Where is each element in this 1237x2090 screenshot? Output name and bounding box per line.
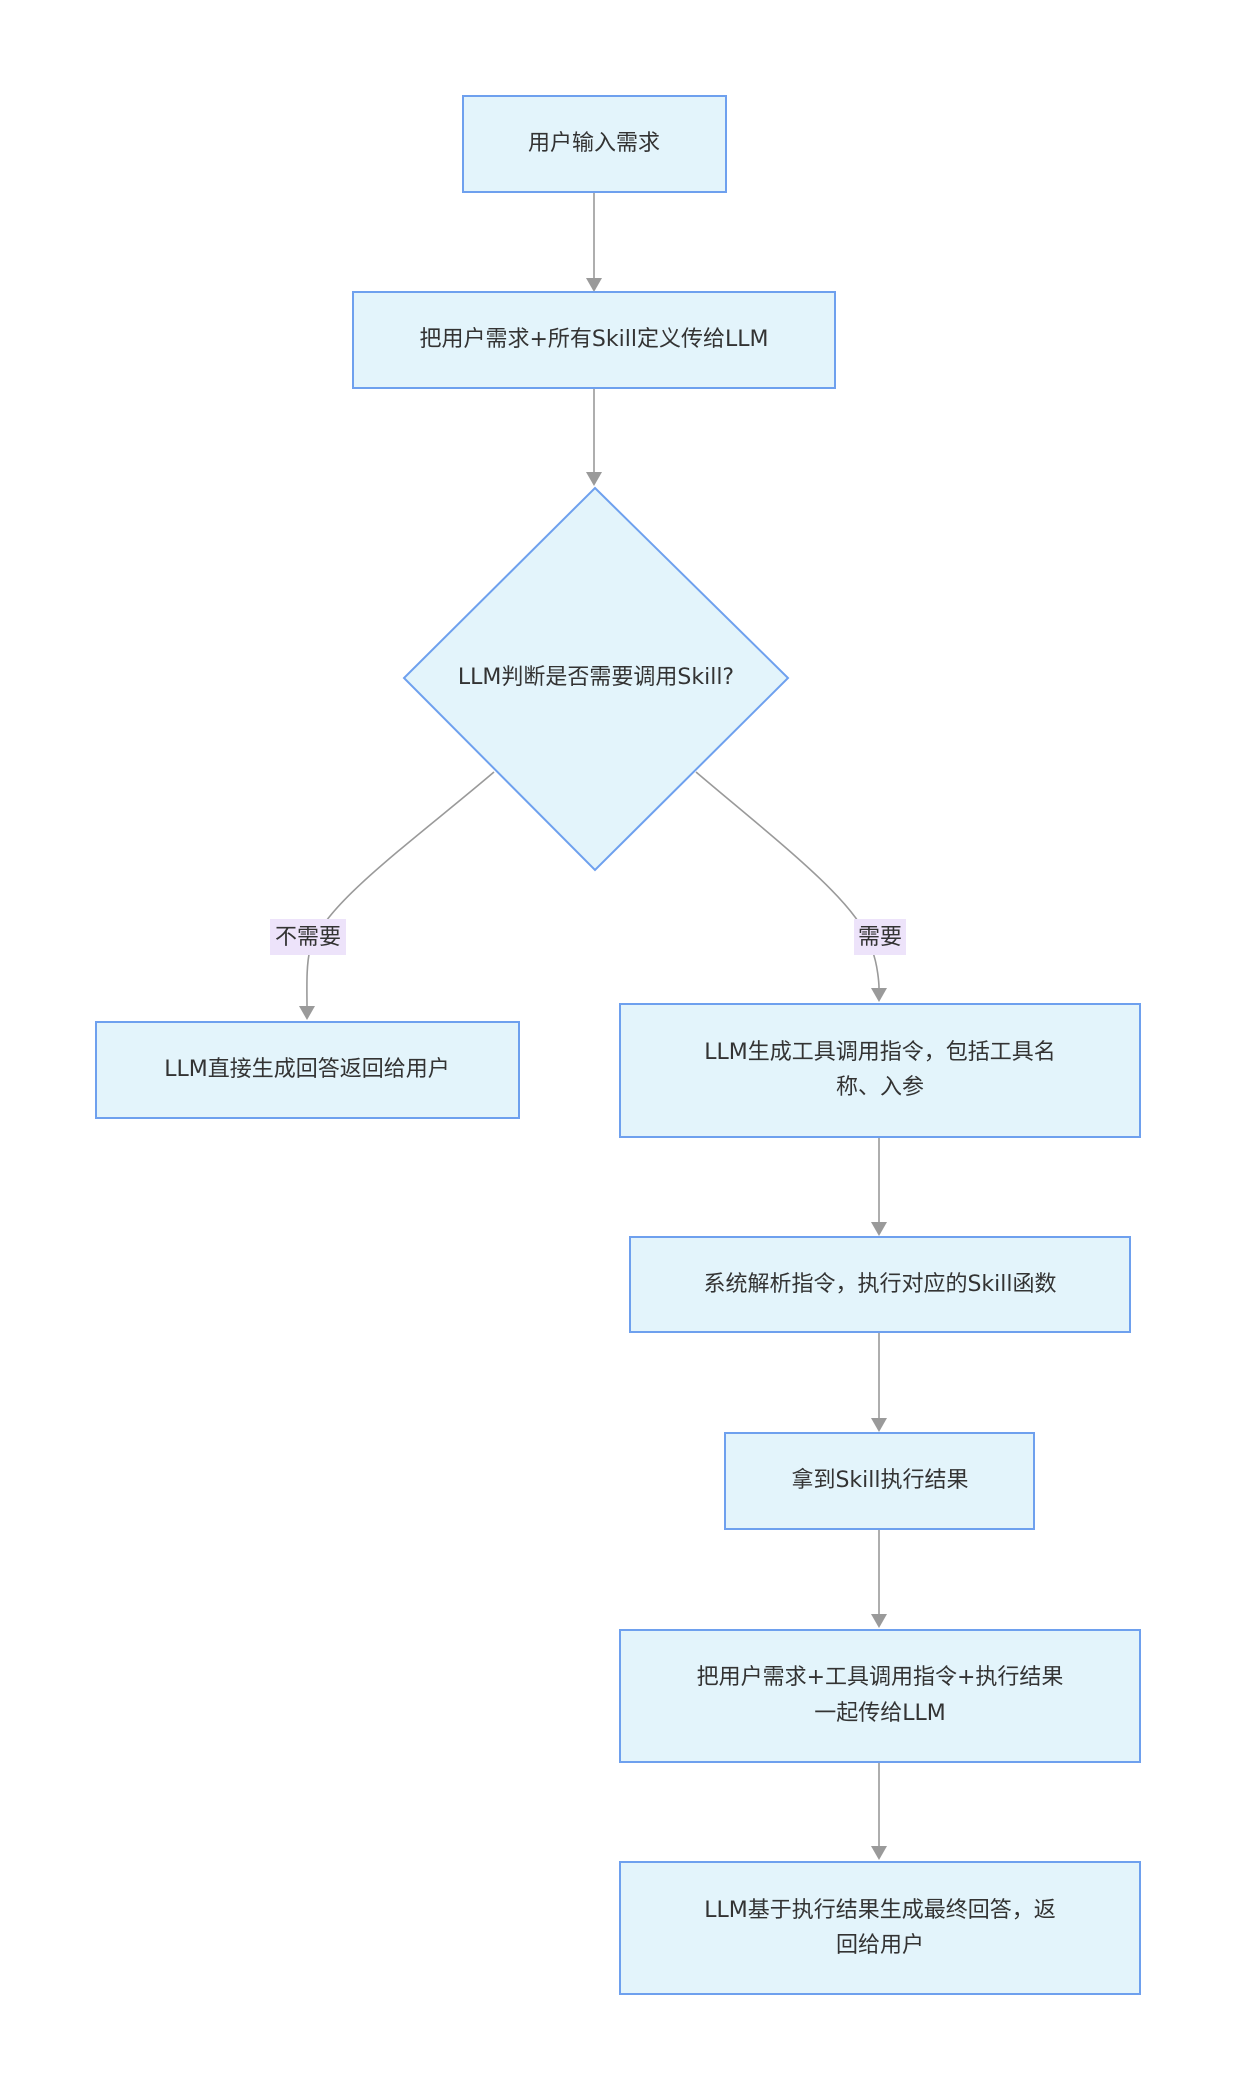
node-direct-answer: LLM直接生成回答返回给用户 xyxy=(95,1021,520,1119)
edge-label-yes: 需要 xyxy=(854,919,906,955)
node-user-input-text: 用户输入需求 xyxy=(528,131,660,156)
node-send-all-text-line2: 一起传给LLM xyxy=(814,1701,946,1726)
arrowhead-decision-to-direct-answer xyxy=(299,1006,315,1020)
node-generate-call-text-line2: 称、入参 xyxy=(836,1075,924,1100)
edge-label-yes-background xyxy=(854,919,906,955)
node-decision-text: LLM判断是否需要调用Skill? xyxy=(458,665,734,690)
node-send-skills: 把用户需求+所有Skill定义传给LLM xyxy=(352,291,836,389)
node-send-all-text-line1: 把用户需求+工具调用指令+执行结果 xyxy=(697,1665,1064,1690)
node-decision-diamond xyxy=(402,486,790,872)
node-send-skills-text: 把用户需求+所有Skill定义传给LLM xyxy=(420,327,769,352)
node-send-all: 把用户需求+工具调用指令+执行结果 一起传给LLM xyxy=(619,1629,1141,1763)
node-final-answer: LLM基于执行结果生成最终回答，返 回给用户 xyxy=(619,1861,1141,1995)
arrowhead-send-all-to-final-answer xyxy=(871,1846,887,1860)
node-final-answer-text-line2: 回给用户 xyxy=(836,1933,924,1958)
node-final-answer-box xyxy=(619,1861,1141,1995)
node-generate-call: LLM生成工具调用指令，包括工具名 称、入参 xyxy=(619,1003,1141,1138)
edge-decision-to-gen-call xyxy=(695,771,880,989)
node-generate-call-box xyxy=(619,1003,1141,1138)
node-get-result-text: 拿到Skill执行结果 xyxy=(791,1467,968,1493)
node-execute: 系统解析指令，执行对应的Skill函数 xyxy=(629,1236,1131,1333)
arrowhead-execute-to-get-result xyxy=(871,1418,887,1432)
node-send-skills-box xyxy=(352,291,836,389)
edge-label-no-text: 不需要 xyxy=(275,925,341,950)
arrowhead-input-to-send-skills xyxy=(586,278,602,292)
node-execute-box xyxy=(629,1236,1131,1333)
node-final-answer-text-line1: LLM基于执行结果生成最终回答，返 xyxy=(704,1898,1056,1923)
node-get-result: 拿到Skill执行结果 xyxy=(724,1432,1035,1530)
node-user-input-box xyxy=(462,95,727,193)
edge-label-no: 不需要 xyxy=(270,919,346,955)
edge-decision-to-direct-answer xyxy=(306,771,495,1007)
node-decision: LLM判断是否需要调用Skill? xyxy=(402,486,790,872)
node-direct-answer-text: LLM直接生成回答返回给用户 xyxy=(164,1057,450,1082)
node-direct-answer-box xyxy=(95,1021,520,1119)
node-generate-call-text-line1: LLM生成工具调用指令，包括工具名 xyxy=(704,1040,1056,1065)
node-execute-text: 系统解析指令，执行对应的Skill函数 xyxy=(703,1272,1056,1297)
edge-label-no-background xyxy=(270,919,346,955)
node-user-input: 用户输入需求 xyxy=(462,95,727,193)
arrowhead-get-result-to-send-all xyxy=(871,1614,887,1628)
arrowhead-decision-to-gen-call xyxy=(871,988,887,1002)
node-get-result-box xyxy=(724,1432,1035,1530)
arrowhead-gen-call-to-execute xyxy=(871,1222,887,1236)
arrowhead-send-skills-to-decision xyxy=(586,472,602,486)
edge-label-yes-text: 需要 xyxy=(858,925,902,950)
node-send-all-box xyxy=(619,1629,1141,1763)
